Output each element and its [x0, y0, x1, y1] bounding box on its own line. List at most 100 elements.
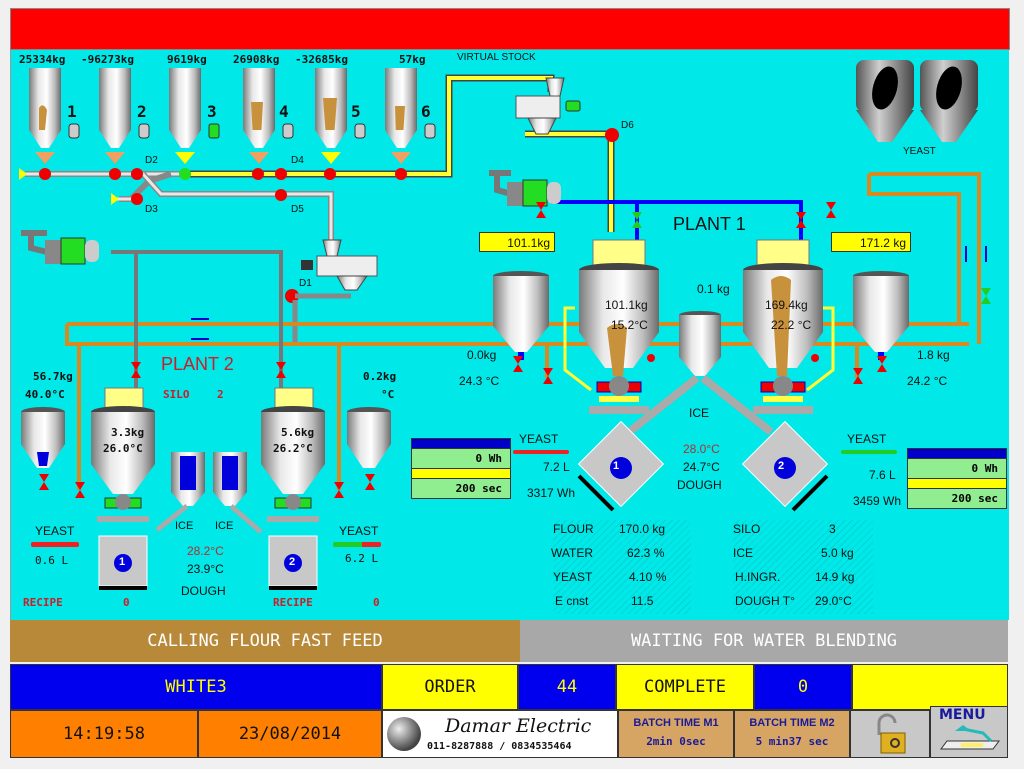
silo-4[interactable] — [243, 68, 294, 164]
plant1-ice-hopper[interactable] — [626, 311, 774, 436]
batch-time-m2-value: 5 min37 sec — [755, 735, 829, 748]
plant1-yeast2-value: 7.6 L — [869, 468, 896, 482]
plant2-mixer2-temp: 26.2°C — [273, 442, 313, 455]
plant2-yeast1-label: YEAST — [35, 524, 75, 538]
plant2-mixer2-weight: 5.6kg — [281, 426, 315, 439]
plant2-ice-hoppers[interactable] — [155, 452, 263, 534]
recipe-right-value: 14.9 kg — [815, 570, 855, 584]
plant2-dough-actual-temp: 23.9°C — [187, 562, 224, 576]
clock-time: 14:19:58 — [10, 710, 198, 758]
plant1-mixer-2[interactable] — [743, 239, 823, 414]
plant1-yeast1-label: YEAST — [519, 432, 559, 446]
alarm-banner — [10, 8, 1010, 50]
desk-lamp-icon — [940, 725, 1000, 750]
silo-2[interactable] — [99, 68, 150, 164]
plant2-ice-label-2: ICE — [215, 520, 234, 532]
status-message-left: CALLING FLOUR FAST FEED — [10, 620, 520, 662]
silo-4-weight: 26908kg — [233, 53, 280, 66]
batch-time-m1-value: 2min 0sec — [646, 735, 706, 748]
sifter-plant2[interactable] — [301, 239, 378, 291]
plant2-mixer-2[interactable] — [261, 387, 325, 522]
recipe-left-label: YEAST — [553, 570, 593, 584]
recipe-right-value: 3 — [829, 522, 836, 536]
batch-time-m1-label: BATCH TIME M1 — [633, 717, 719, 729]
recipe-left-label: FLOUR — [553, 522, 594, 536]
plant2-silo-value: 2 — [217, 388, 224, 401]
plant1-left-tank-display: 101.1kg — [479, 232, 555, 252]
plant1-dough-label: DOUGH — [677, 478, 722, 492]
brand-phone: 011-8287888 / 0834535464 — [427, 741, 572, 752]
recipe-left-value: 11.5 — [631, 594, 654, 608]
plant2-bowl-2[interactable] — [268, 535, 318, 590]
silo-1[interactable] — [29, 68, 80, 164]
plant2-water-right-temp: °C — [381, 388, 395, 401]
plant2-yeast2-bar — [333, 542, 381, 547]
plant1-bowl1-number: 1 — [613, 460, 620, 472]
silo-3-weight: 9619kg — [167, 53, 207, 66]
plant1-yeast2-energy: 3459 Wh — [853, 494, 902, 508]
batch-time-m1: BATCH TIME M1 2min 0sec — [618, 710, 734, 758]
lock-button[interactable] — [850, 710, 930, 758]
plant2-mixer-1[interactable] — [91, 387, 155, 522]
plant1-mixer-1[interactable] — [579, 239, 659, 414]
complete-label: COMPLETE — [616, 664, 754, 710]
complete-value: 0 — [754, 664, 852, 710]
recipe-right-value: 5.0 kg — [821, 546, 854, 560]
plant1-mixer2-temp: 22.2 °C — [771, 318, 812, 332]
recipe-name[interactable]: WHITE3 — [10, 664, 382, 710]
diverter-d1-label: D1 — [299, 278, 312, 289]
plant2-water-tank-right[interactable] — [347, 407, 391, 468]
green-valves[interactable] — [632, 212, 991, 304]
plant1-water-tank-right[interactable] — [853, 271, 909, 360]
plant1-meter2-time: 200 sec — [908, 488, 1006, 508]
yeast-tanks — [856, 60, 978, 142]
plant1-mixer1-weight: 101.1kg — [605, 298, 648, 312]
silo-5-number: 5 — [351, 102, 361, 121]
plant1-water-tank-left[interactable] — [493, 271, 549, 360]
plant1-bowl-1[interactable] — [577, 420, 665, 512]
order-value[interactable]: 44 — [518, 664, 616, 710]
recipe-right-label: SILO — [733, 522, 761, 536]
silo-5[interactable] — [315, 68, 366, 164]
plant1-bowl2-number: 2 — [778, 460, 785, 472]
plant2-bowl-1[interactable] — [98, 535, 148, 590]
yeast-tanks-label: YEAST — [903, 146, 936, 157]
plant2-recipe2-label: RECIPE — [273, 596, 313, 609]
sifter-plant1[interactable] — [515, 77, 581, 135]
recipe-left-value: 62.3 % — [627, 546, 665, 560]
plant1-water-left-weight: 0.0kg — [467, 348, 497, 362]
recipe-panel-right: SILO 3 ICE 5.0 kg H.INGR. 14.9 kg DOUGH … — [733, 520, 873, 614]
batch-time-m2: BATCH TIME M2 5 min37 sec — [734, 710, 850, 758]
flour-valves[interactable] — [39, 128, 619, 303]
plant1-bowl-2[interactable] — [741, 420, 829, 512]
plant2-dough-label: DOUGH — [181, 584, 226, 598]
pump-plant1[interactable] — [489, 170, 561, 207]
plant2-water-left-weight: 56.7kg — [33, 370, 73, 383]
plant1-meter2-energy: 0 Wh — [908, 458, 1006, 478]
brand-name: Damar Electric — [445, 715, 592, 737]
process-canvas: 25334kg -96273kg 9619kg 26908kg -32685kg… — [10, 50, 1009, 620]
silo-6[interactable] — [385, 68, 436, 164]
flour-silos — [29, 68, 436, 164]
menu-button[interactable]: MENU — [930, 706, 1008, 758]
diverter-d3-label: D3 — [145, 204, 158, 215]
water-valves[interactable] — [39, 202, 887, 498]
silo-1-weight: 25334kg — [19, 53, 66, 66]
pump-plant2[interactable] — [21, 230, 99, 265]
silo-3[interactable] — [169, 68, 220, 164]
recipe-right-value: 29.0°C — [815, 594, 852, 608]
silo-6-number: 6 — [421, 102, 431, 121]
plant2-water-tank-left[interactable] — [21, 407, 65, 468]
globe-icon — [387, 717, 421, 751]
diverter-d4-label: D4 — [291, 155, 304, 166]
menu-label: MENU — [939, 707, 986, 723]
diverter-d5-label: D5 — [291, 204, 304, 215]
plant2-yeast2-label: YEAST — [339, 524, 379, 538]
clock-date: 23/08/2014 — [198, 710, 382, 758]
batch-time-m2-label: BATCH TIME M2 — [749, 717, 835, 729]
plant1-dough-actual-temp: 24.7°C — [683, 460, 720, 474]
plant2-yeast1-bar — [31, 542, 79, 547]
padlock-icon — [877, 713, 906, 754]
virtual-stock-label: VIRTUAL STOCK — [457, 52, 536, 63]
